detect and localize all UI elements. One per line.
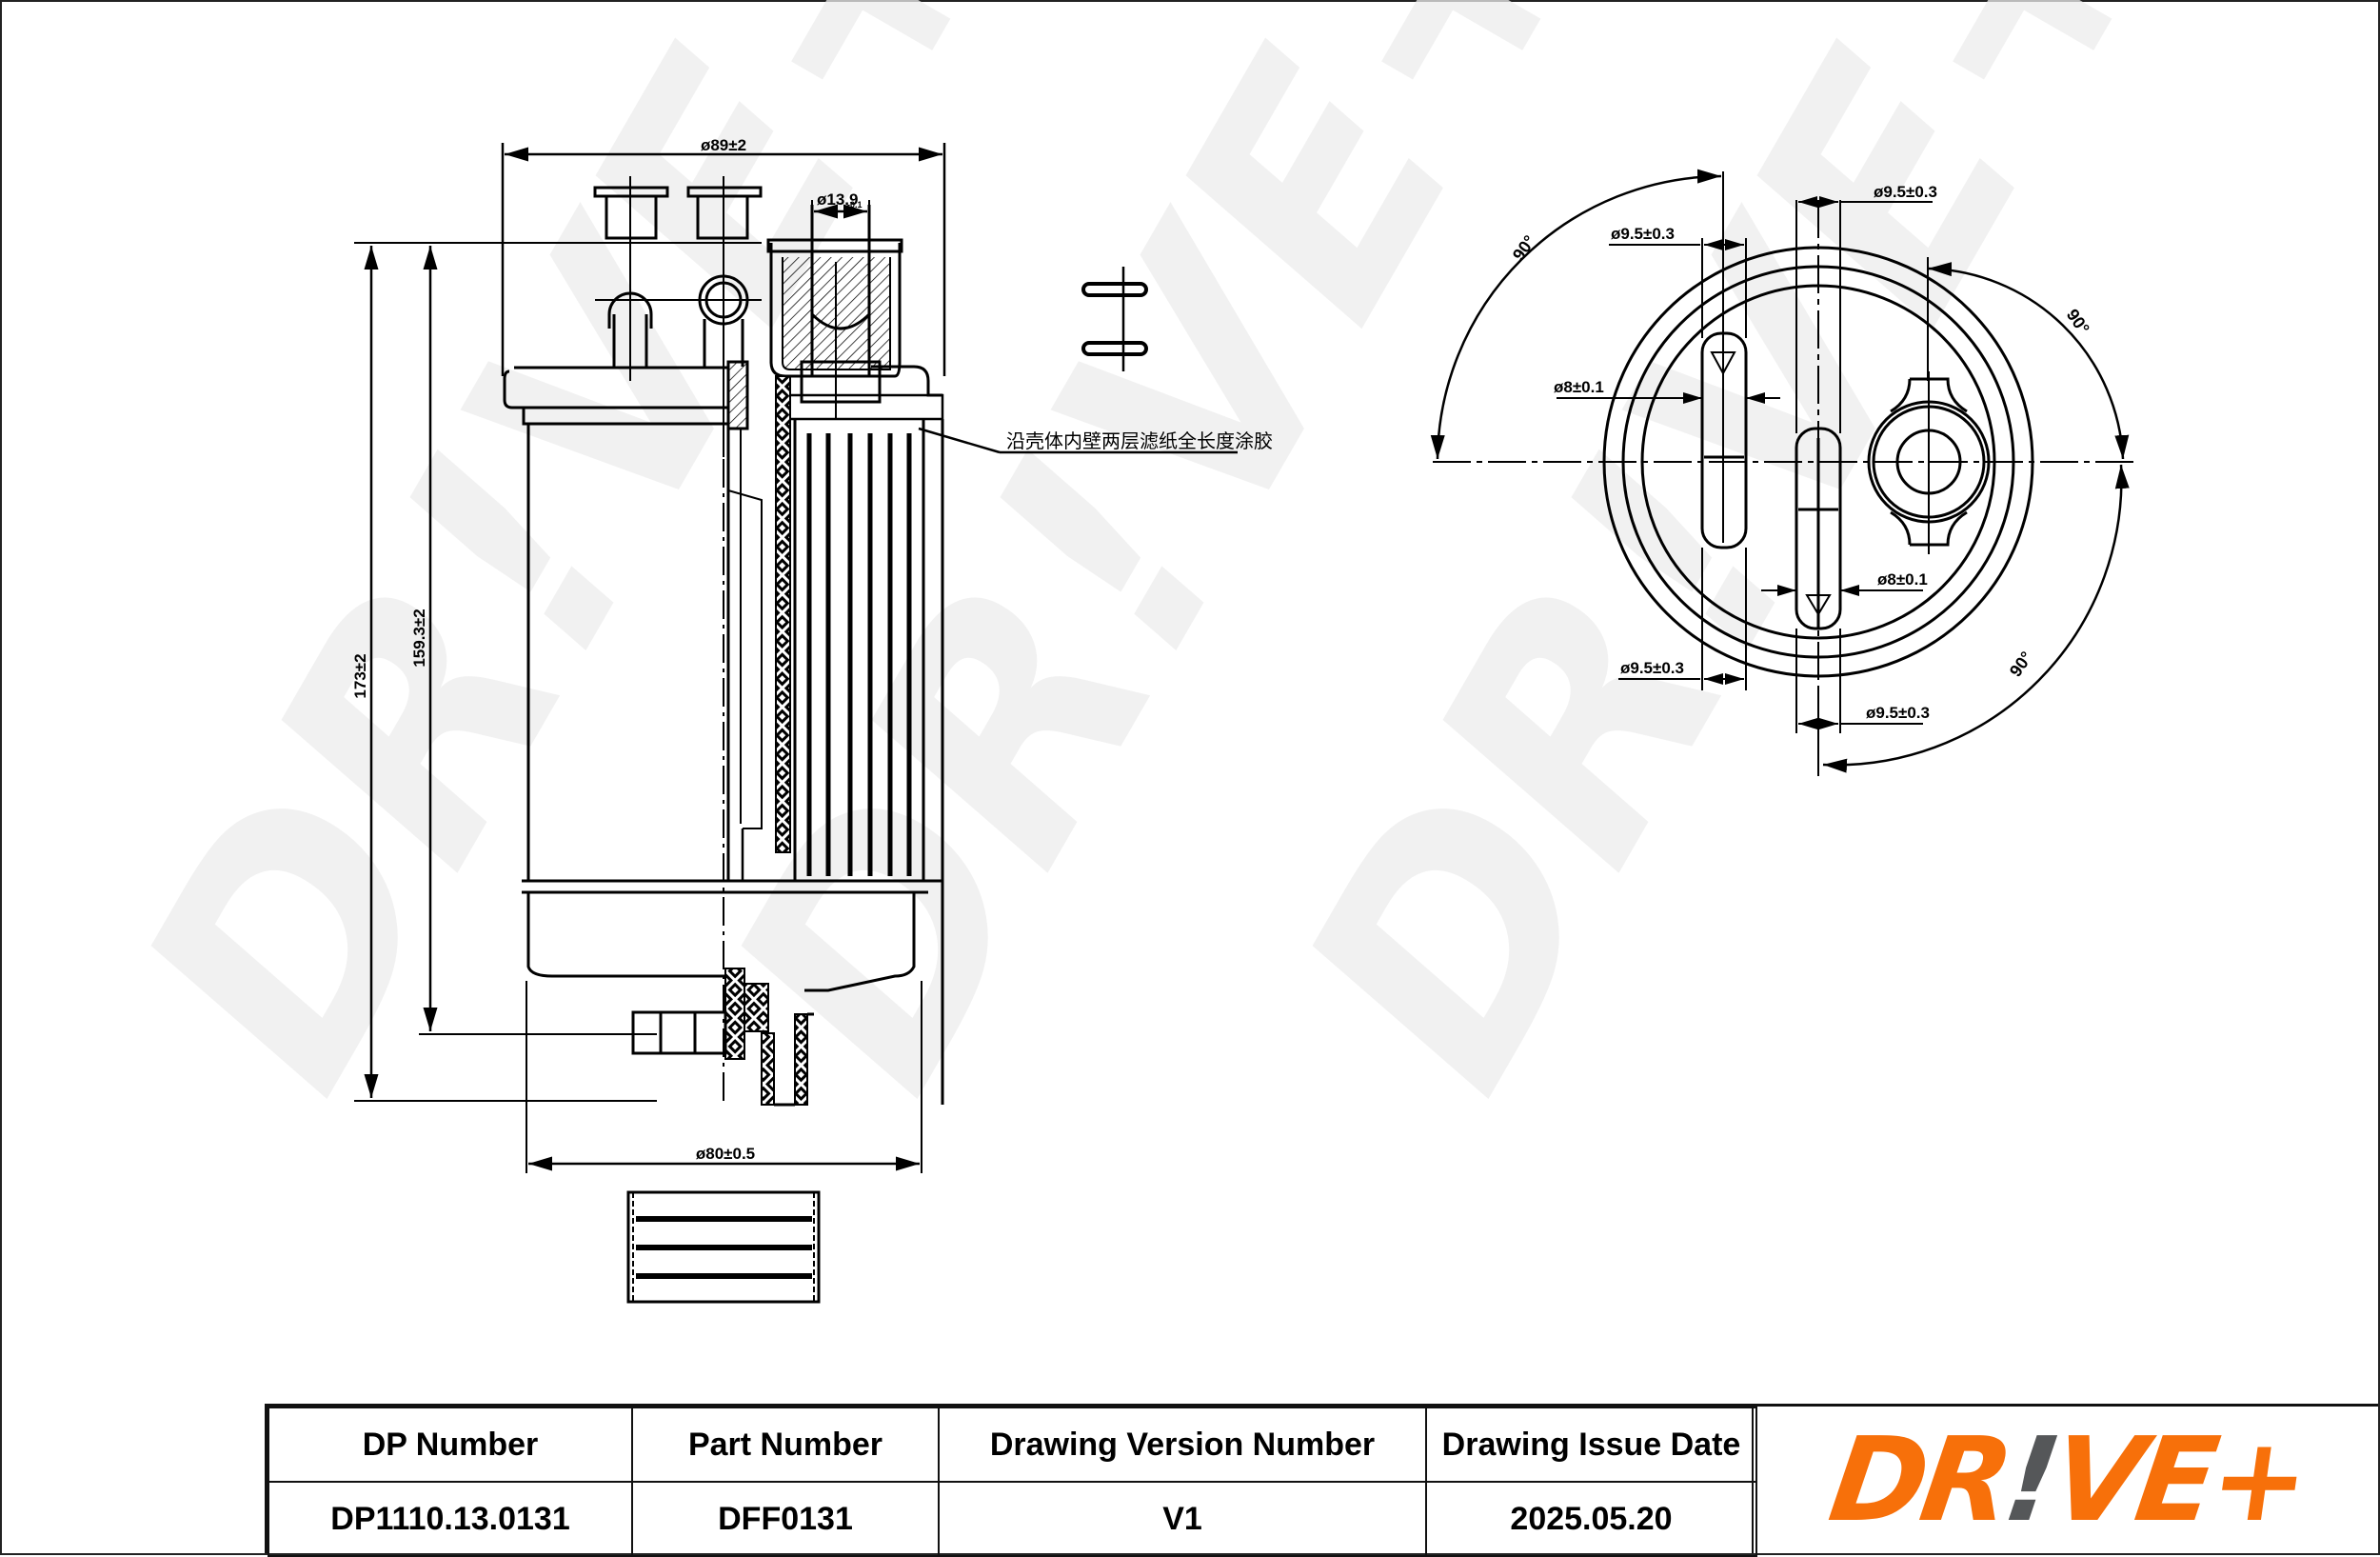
drive-logo: DR!VE+ (1822, 1412, 2312, 1547)
logo-text-dr: DR (1821, 1412, 2015, 1547)
dim-body-height: 159.3±2 (410, 609, 428, 667)
dim-angle-top-right: 90° (2063, 306, 2093, 338)
title-block-table: DP Number Part Number Drawing Version Nu… (268, 1407, 1757, 1557)
value-drawing-version: V1 (938, 1481, 1427, 1557)
title-block-header-row: DP Number Part Number Drawing Version Nu… (268, 1407, 1757, 1483)
value-part-number: DFF0131 (631, 1481, 940, 1557)
header-dp-number: DP Number (268, 1407, 633, 1483)
value-issue-date: 2025.05.20 (1425, 1481, 1757, 1557)
header-drawing-version: Drawing Version Number (938, 1407, 1427, 1483)
dim-port-left-lower: ø9.5±0.3 (1620, 659, 1684, 677)
dim-port-right-inner: ø8±0.1 (1877, 570, 1928, 589)
dim-port-right-lower: ø9.5±0.3 (1866, 704, 1930, 722)
header-part-number: Part Number (631, 1407, 940, 1483)
top-view (1430, 169, 2137, 776)
dim-outlet-tolerance: -0.1 (847, 200, 863, 210)
dim-overall-height: 173±2 (351, 653, 369, 698)
dim-angle-bottom-right: 90° (2006, 649, 2036, 681)
glue-note: 沿壳体内壁两层滤纸全长度涂胶 (1006, 429, 1273, 452)
dim-bottom-diameter: ø80±0.5 (696, 1145, 755, 1163)
logo-cell: DR!VE+ (1752, 1407, 2380, 1553)
dim-port-right-width: ø9.5±0.3 (1874, 183, 1937, 201)
header-issue-date: Drawing Issue Date (1425, 1407, 1757, 1483)
dim-top-diameter: ø89±2 (701, 136, 746, 154)
title-block-value-row: DP1110.13.0131 DFF0131 V1 2025.05.20 (268, 1481, 1757, 1557)
title-block: DP Number Part Number Drawing Version Nu… (265, 1404, 2380, 1557)
side-view (354, 143, 1238, 1304)
dim-angle-top-left: 90° (1509, 232, 1539, 265)
value-dp-number: DP1110.13.0131 (268, 1481, 633, 1557)
dim-outlet-diameter: ø13.9 (817, 190, 858, 209)
logo-text-ve-plus: VE+ (2043, 1412, 2312, 1547)
dim-port-left-inner: ø8±0.1 (1554, 378, 1604, 396)
dim-port-left-width: ø9.5±0.3 (1611, 225, 1675, 243)
